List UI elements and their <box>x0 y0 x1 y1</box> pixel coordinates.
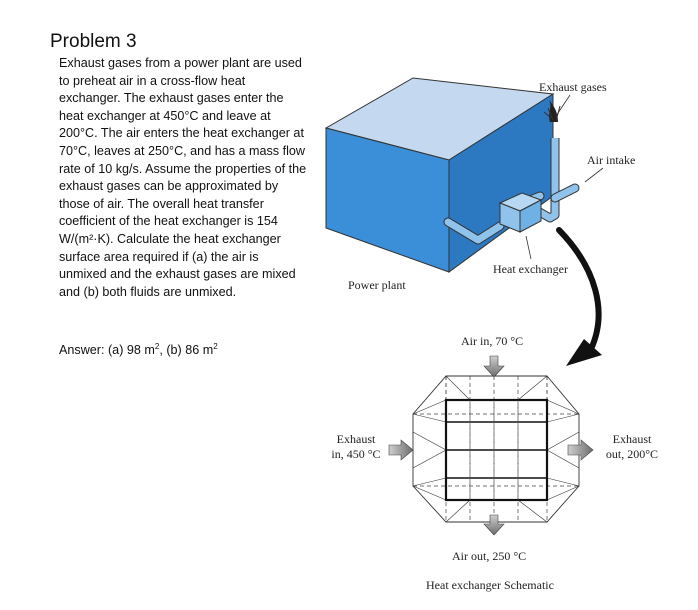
exhaust-in-line1: Exhaust <box>336 432 376 446</box>
exhaust-gases-leader <box>555 94 571 117</box>
answer-exponent-b: 2 <box>213 341 218 351</box>
power-plant-box <box>324 77 555 273</box>
exhaust-out-line2: out, 200°C <box>605 447 659 461</box>
air-in-arrow <box>483 355 505 378</box>
answer-exponent-a: 2 <box>154 341 160 351</box>
curved-arrow-head <box>566 339 602 366</box>
schematic-core-dashes <box>469 400 519 500</box>
exhaust-out-arrow <box>567 439 594 461</box>
schematic-caption: Heat exchanger Schematic <box>426 578 554 592</box>
problem-statement: Exhaust gases from a power plant are use… <box>59 56 307 299</box>
air-out-arrow <box>483 514 505 536</box>
problem-title: Problem 3 <box>50 31 137 52</box>
exchanger-schematic <box>412 375 580 523</box>
answer-prefix: Answer: (a) 98 m <box>59 343 155 357</box>
exhaust-out-label: Exhaust out, 200°C <box>600 432 664 462</box>
exhaust-gases-label: Exhaust gases <box>539 80 607 94</box>
heat-exchanger-leader <box>525 235 532 260</box>
air-intake-leader <box>584 167 604 183</box>
power-plant-label: Power plant <box>348 278 406 292</box>
air-in-label: Air in, 70 °C <box>461 334 524 348</box>
exchanger-unit <box>498 192 543 233</box>
exhaust-in-arrow <box>388 439 414 461</box>
schematic-diagonal-lines <box>412 375 580 523</box>
air-out-label: Air out, 250 °C <box>452 549 527 563</box>
exhaust-in-label: Exhaust in, 450 °C <box>326 432 386 462</box>
curved-arrow <box>556 227 602 352</box>
exhaust-out-line1: Exhaust <box>612 432 652 446</box>
schematic-core-grid <box>446 421 547 479</box>
answer-text: Answer: (a) 98 m2, (b) 86 m2 <box>59 341 218 357</box>
exhaust-in-line2: in, 450 °C <box>331 447 381 461</box>
air-intake-label: Air intake <box>587 153 636 167</box>
answer-middle: , (b) 86 m <box>159 343 214 357</box>
heat-exchanger-label: Heat exchanger <box>493 262 568 276</box>
